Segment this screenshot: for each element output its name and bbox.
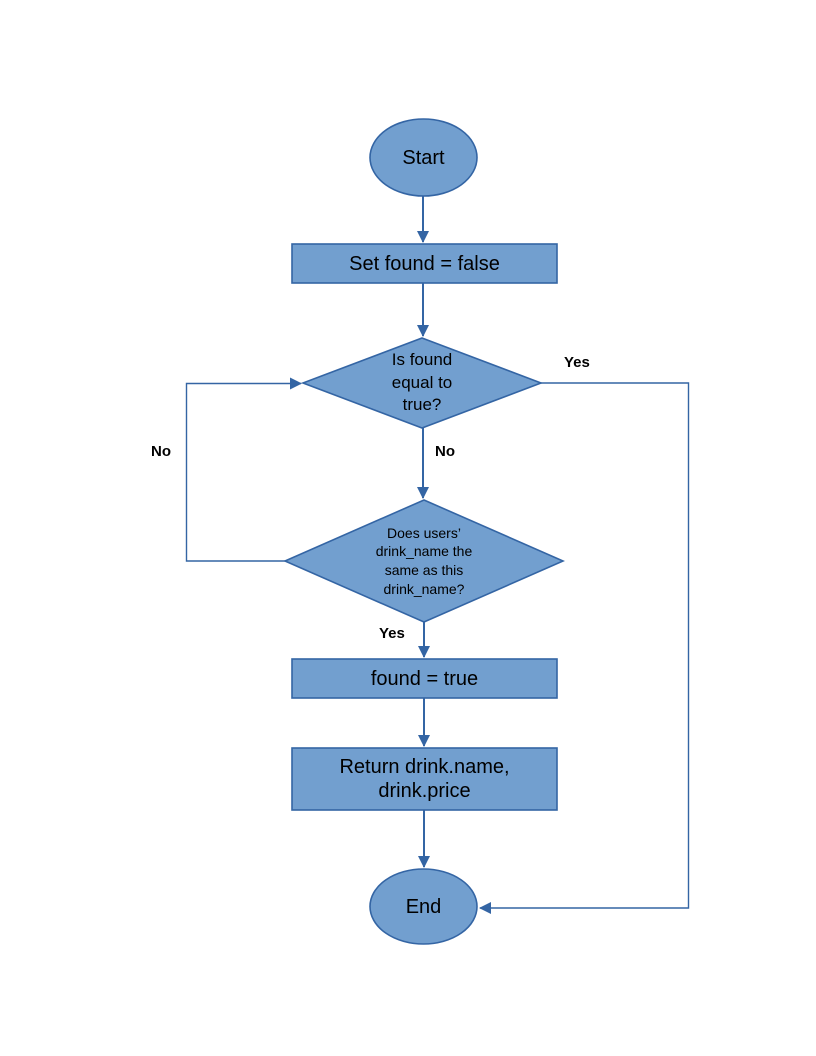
- is-found-true-decision-label: Is found equal to true?: [391, 350, 453, 415]
- set-found-false-node-label: Set found = false: [349, 252, 500, 275]
- edge-label-no-mid: No: [435, 443, 455, 460]
- drink-name-match-decision-shape: [283, 499, 565, 623]
- return-drink-node-shape: [291, 747, 558, 811]
- drink-name-match-decision-label: Does users’ drink_name the same as this …: [375, 524, 473, 597]
- is-found-true-decision-shape: [300, 337, 544, 429]
- edge-label-no-left: No: [151, 443, 171, 460]
- edge-match-no-to-isfound: [185, 377, 302, 562]
- edge-isfound-yes-to-end: [479, 382, 690, 914]
- end-node-label: End: [405, 895, 442, 918]
- start-node-label: Start: [402, 146, 445, 169]
- edge-label-yes-mid: Yes: [379, 625, 405, 642]
- set-found-false-node-shape: [291, 243, 558, 284]
- edge-label-yes-right: Yes: [564, 354, 590, 371]
- found-true-node-label: found = true: [370, 667, 479, 690]
- found-true-node-shape: [291, 658, 558, 699]
- start-node-shape: [369, 118, 478, 197]
- end-node-shape: [369, 868, 478, 945]
- return-drink-node-label: Return drink.name, drink.price: [339, 756, 510, 802]
